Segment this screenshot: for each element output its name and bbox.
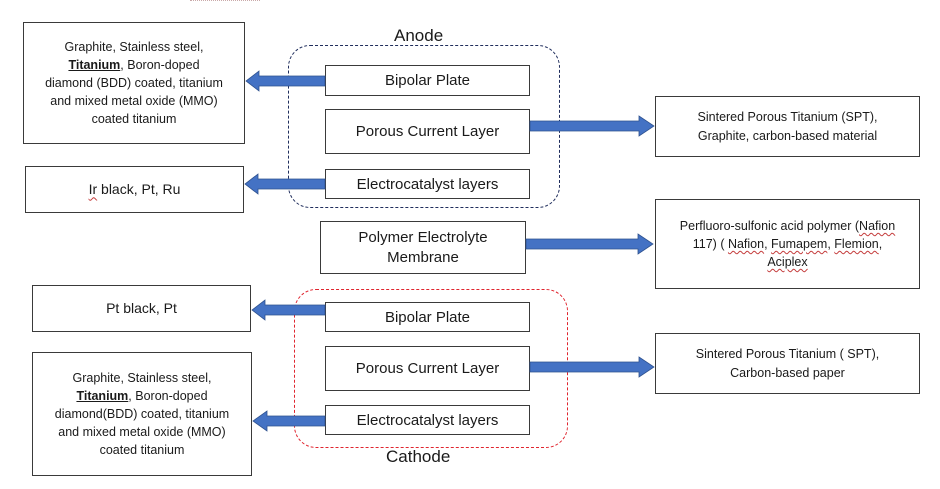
material-line: Graphite, Stainless steel, bbox=[72, 370, 212, 385]
material-line: and mixed metal oxide (MMO) bbox=[50, 94, 218, 109]
iridium-text: Ir bbox=[88, 181, 98, 198]
nafion-text: Nafion bbox=[727, 236, 765, 251]
material-line: and mixed metal oxide (MMO) bbox=[58, 425, 226, 440]
fumapem-text: Fumapem bbox=[771, 236, 828, 251]
titanium-highlight: Titanium bbox=[68, 57, 121, 72]
catalyst-rest: black, Pt, Ru bbox=[97, 181, 181, 198]
text-run: , bbox=[827, 236, 835, 251]
anode-porous-current-layer: Porous Current Layer bbox=[325, 109, 530, 154]
material-line: Graphite, carbon-based material bbox=[697, 128, 878, 143]
material-line: Titanium, Boron-doped bbox=[55, 387, 229, 405]
aciplex-text: Aciplex bbox=[767, 255, 808, 270]
arrow-right-membrane bbox=[525, 233, 654, 255]
text-run: 117) ( bbox=[692, 236, 728, 251]
arrow-left-cathode-plate bbox=[251, 299, 326, 321]
material-line: Carbon-based paper bbox=[730, 365, 845, 380]
material-line: diamond (BDD) coated, titanium bbox=[45, 75, 223, 90]
nafion-text: Nafion bbox=[859, 218, 896, 233]
material-line: coated titanium bbox=[91, 112, 177, 127]
cathode-electrocatalyst-layers: Electrocatalyst layers bbox=[325, 405, 530, 435]
cathode-bipolar-plate: Bipolar Plate bbox=[325, 302, 530, 332]
text-run: , bbox=[878, 236, 883, 251]
material-line: Titanium, Boron-doped bbox=[45, 56, 223, 74]
anode-catalyst-materials: Ir black, Pt, Ru bbox=[25, 166, 244, 213]
polymer-electrolyte-membrane: Polymer Electrolyte Membrane bbox=[320, 221, 526, 274]
material-line: Sintered Porous Titanium ( SPT), bbox=[695, 347, 880, 362]
cathode-porous-materials: Sintered Porous Titanium ( SPT), Carbon-… bbox=[655, 333, 920, 394]
arrow-right-cathode-porous bbox=[529, 356, 655, 378]
cathode-label: Cathode bbox=[386, 447, 451, 466]
material-line: coated titanium bbox=[99, 443, 185, 458]
membrane-line: Polymer Electrolyte bbox=[358, 229, 488, 246]
material-line: Graphite, Stainless steel, bbox=[64, 39, 204, 54]
top-edge-artifact bbox=[190, 0, 260, 4]
membrane-line: Membrane bbox=[387, 248, 459, 266]
material-line-rest: , Boron-doped bbox=[120, 57, 200, 72]
anode-electrocatalyst-layers: Electrocatalyst layers bbox=[325, 169, 530, 199]
material-line: Aciplex bbox=[680, 253, 895, 271]
anode-bipolar-plate: Bipolar Plate bbox=[325, 65, 530, 96]
cathode-plate-materials: Pt black, Pt bbox=[32, 285, 251, 332]
cathode-porous-current-layer: Porous Current Layer bbox=[325, 346, 530, 391]
arrow-left-anode-plate bbox=[245, 70, 326, 92]
arrow-left-anode-catalyst bbox=[244, 173, 326, 195]
cathode-catalyst-materials: Graphite, Stainless steel, Titanium, Bor… bbox=[32, 352, 252, 476]
flemion-text: Flemion bbox=[834, 236, 879, 251]
material-line-rest: , Boron-doped bbox=[128, 388, 208, 403]
titanium-highlight: Titanium bbox=[76, 388, 129, 403]
anode-label: Anode bbox=[394, 26, 444, 45]
arrow-left-cathode-catalyst bbox=[252, 410, 326, 432]
material-line: 117) ( Nafion, Fumapem, Flemion, bbox=[680, 235, 895, 253]
material-line: Sintered Porous Titanium (SPT), bbox=[697, 110, 878, 125]
text-run: Perfluoro-sulfonic acid polymer ( bbox=[679, 218, 860, 233]
anode-porous-materials: Sintered Porous Titanium (SPT), Graphite… bbox=[655, 96, 920, 157]
material-line: Perfluoro-sulfonic acid polymer (Nafion bbox=[680, 217, 895, 235]
arrow-right-anode-porous bbox=[529, 115, 655, 137]
anode-plate-materials: Graphite, Stainless steel, Titanium, Bor… bbox=[23, 22, 245, 144]
material-line: diamond(BDD) coated, titanium bbox=[54, 406, 230, 421]
text-run: , bbox=[764, 236, 772, 251]
membrane-materials: Perfluoro-sulfonic acid polymer (Nafion … bbox=[655, 199, 920, 289]
